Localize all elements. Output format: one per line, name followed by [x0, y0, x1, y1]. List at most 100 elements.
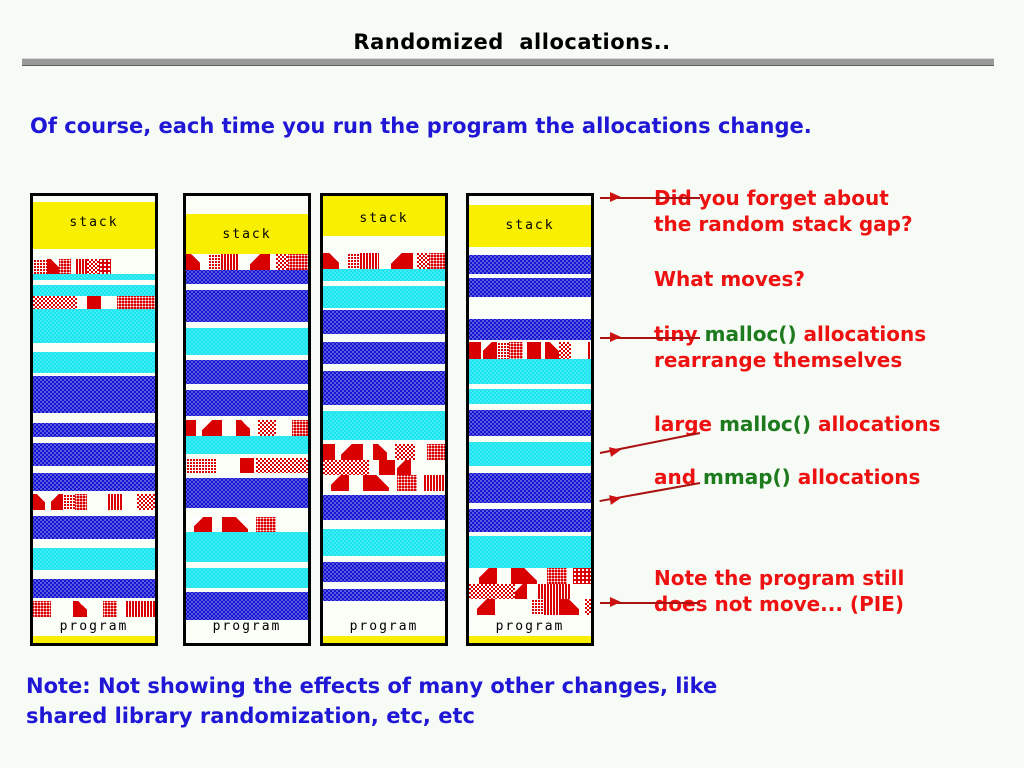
tiny-malloc-chunk: [515, 584, 527, 599]
tiny-malloc-chunk: [186, 420, 196, 436]
mmap-region: [186, 290, 308, 322]
gap-region: [469, 340, 591, 342]
tiny-malloc-chunk: [240, 458, 254, 473]
tiny-malloc-chunk: [347, 253, 359, 269]
annotation-what-moves: What moves?: [654, 267, 805, 293]
tiny-malloc-row: [469, 568, 591, 584]
tiny-malloc-chunk: [258, 420, 276, 436]
mmap-region: [33, 376, 155, 413]
tiny-malloc-chunk: [585, 599, 591, 615]
tiny-malloc-chunk: [208, 254, 220, 270]
mmap-region: [323, 562, 445, 582]
tiny-malloc-chunk: [483, 342, 497, 359]
gap-region: [33, 539, 155, 548]
gap-region: [469, 466, 591, 473]
gap-region: [323, 281, 445, 286]
gap-region: [33, 343, 155, 352]
tiny-malloc-chunk: [417, 253, 429, 269]
gap-region: [469, 615, 591, 636]
annotation-line: Note the program still: [654, 566, 904, 592]
mmap-region: [469, 473, 591, 503]
api-name: mmap(): [703, 465, 791, 489]
tiny-malloc-chunk: [587, 342, 591, 359]
arrow-head: [610, 332, 621, 342]
program-label: program: [212, 619, 282, 634]
large-malloc-region: [323, 269, 445, 281]
api-name: malloc(): [704, 322, 797, 346]
gap-region: [469, 503, 591, 509]
tiny-malloc-chunk: [373, 444, 387, 460]
tiny-malloc-chunk: [331, 475, 349, 491]
tiny-malloc-row: [186, 420, 308, 436]
mmap-region: [186, 270, 308, 284]
tiny-malloc-chunk: [429, 253, 445, 269]
tiny-malloc-chunk: [47, 259, 59, 274]
tiny-malloc-row: [33, 601, 155, 617]
annotation-text: rearrange themselves: [654, 347, 903, 372]
gap-region: [186, 284, 308, 290]
mmap-region: [469, 319, 591, 340]
tiny-malloc-row: [323, 253, 445, 269]
tiny-malloc-chunk: [527, 342, 541, 359]
gap-region: [323, 236, 445, 253]
gap-region: [186, 384, 308, 390]
gap-region: [323, 364, 445, 371]
tiny-malloc-chunk: [511, 568, 537, 584]
tiny-malloc-chunk: [33, 259, 47, 274]
program-label: program: [59, 619, 129, 634]
intro-text: Of course, each time you run the program…: [30, 114, 812, 138]
tiny-malloc-chunk: [292, 420, 308, 436]
tiny-malloc-chunk: [256, 458, 308, 473]
tiny-malloc-row: [186, 458, 308, 473]
mmap-region: [33, 516, 155, 539]
gap-region: [33, 373, 155, 376]
bottom-note: Note: Not showing the effects of many ot…: [26, 672, 866, 732]
gap-region: [33, 617, 155, 636]
large-malloc-region: [469, 359, 591, 384]
gap-region: [33, 413, 155, 423]
tiny-malloc-chunk: [63, 494, 75, 510]
memory-map-run-3: stack program: [320, 193, 448, 646]
tiny-malloc-chunk: [33, 296, 77, 309]
tiny-malloc-chunk: [51, 494, 63, 510]
zone-block: [469, 636, 591, 643]
zone-block: [33, 636, 155, 643]
tiny-malloc-row: [186, 254, 308, 270]
gap-region: [323, 334, 445, 342]
mmap-region: [469, 278, 591, 297]
tiny-malloc-chunk: [397, 475, 417, 491]
large-malloc-region: [186, 568, 308, 588]
gap-region: [33, 249, 155, 259]
annotation-line: and mmap() allocations: [654, 465, 920, 491]
tiny-malloc-chunk: [186, 254, 200, 270]
zone-block: [33, 202, 155, 249]
annotation-text: the random stack gap?: [654, 211, 913, 236]
gap-region: [186, 588, 308, 592]
large-malloc-region: [33, 285, 155, 296]
gap-region: [323, 556, 445, 562]
annotation-text: large: [654, 412, 720, 436]
tiny-malloc-chunk: [59, 259, 71, 274]
title-divider: [22, 58, 994, 66]
gap-region: [186, 322, 308, 328]
gap-region: [186, 355, 308, 360]
annotation-line: rearrange themselves: [654, 348, 926, 374]
tiny-malloc-chunk: [125, 601, 155, 617]
mmap-region: [186, 592, 308, 620]
tiny-malloc-row: [323, 475, 445, 491]
tiny-malloc-chunk: [559, 342, 571, 359]
program-label: program: [349, 619, 419, 634]
gap-region: [469, 384, 591, 389]
gap-region: [186, 508, 308, 517]
annotation-text: allocations: [796, 322, 927, 346]
tiny-malloc-row: [33, 259, 155, 274]
gap-region: [33, 570, 155, 579]
large-malloc-region: [323, 286, 445, 308]
stack-label: stack: [505, 218, 555, 233]
stack-label: stack: [359, 211, 409, 226]
gap-region: [33, 280, 155, 285]
gap-region: [469, 297, 591, 319]
